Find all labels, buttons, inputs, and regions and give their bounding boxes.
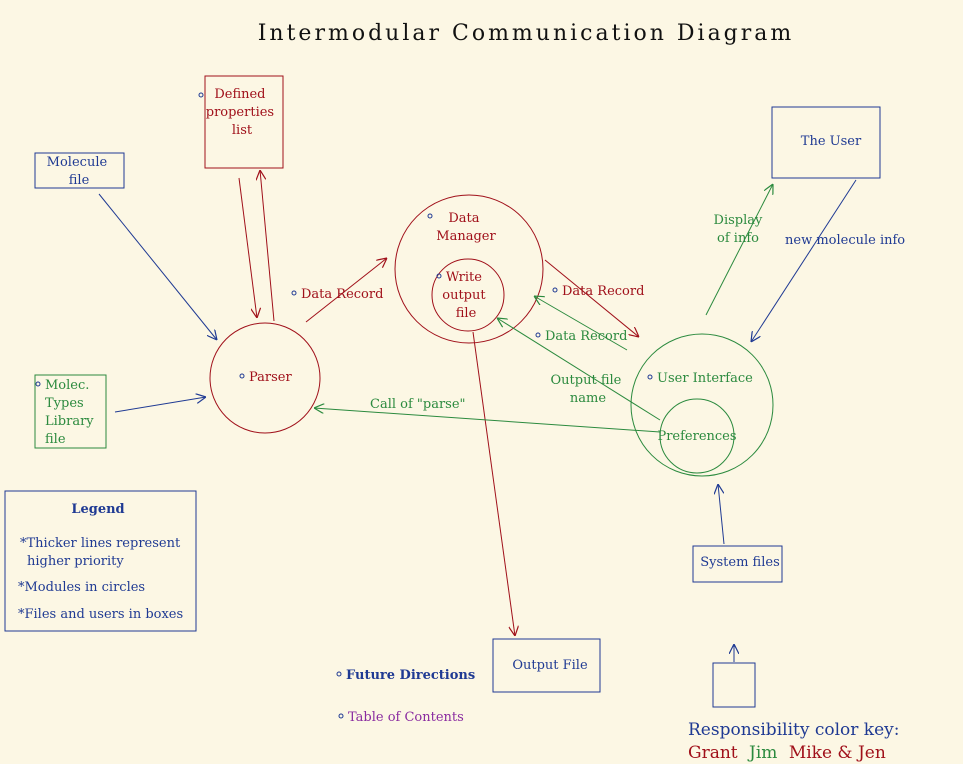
label-dm-datarecord: Data Record	[562, 284, 644, 299]
bullet-icon	[427, 213, 433, 219]
responsibility-heading: Responsibility color key:	[688, 720, 900, 740]
write-output-module	[431, 258, 505, 332]
system-files-label: System files	[700, 555, 780, 570]
diagram-title: Intermodular Communication Diagram	[258, 21, 795, 46]
data-manager-label: Data Manager	[436, 211, 496, 244]
arrow-systemfiles-to-ui	[718, 484, 725, 545]
preferences-label: Preferences	[657, 429, 736, 444]
future-directions-text[interactable]: Future Directions	[346, 668, 475, 683]
arrow-datamanager-to-ui	[544, 259, 639, 337]
arrow-parser-to-properties	[260, 170, 275, 322]
future-directions-link[interactable]: Future Directions	[336, 668, 475, 683]
legend-item: *Modules in circles	[18, 580, 145, 595]
bullet-icon	[436, 273, 442, 279]
output-file-box	[492, 638, 601, 693]
parser-label: Parser	[249, 370, 292, 385]
arrow-properties-to-parser	[238, 177, 257, 318]
label-call-parse: Call of "parse"	[370, 397, 466, 412]
user-interface-module	[630, 333, 774, 477]
bullet-icon	[239, 373, 245, 379]
bullet-icon	[198, 92, 204, 98]
molecule-file-label: Molecule file	[47, 155, 112, 188]
label-output-file-name: Output file name	[551, 373, 626, 406]
bullet-icon	[552, 287, 558, 293]
bullet-icon	[336, 671, 342, 677]
arrow-molectypes-to-parser	[114, 397, 206, 413]
bullet-icon	[291, 290, 297, 296]
the-user-box	[771, 106, 881, 179]
bullet-icon	[35, 381, 41, 387]
defined-properties-label: Defined properties list	[206, 87, 278, 138]
data-manager-module	[394, 194, 544, 344]
legend-item: *Files and users in boxes	[18, 607, 183, 622]
label-display-info: Display of info	[714, 213, 767, 246]
legend-item: *Thicker lines represent higher priority	[20, 536, 184, 569]
label-parser-datarecord: Data Record	[301, 287, 383, 302]
parser-module	[209, 322, 321, 434]
up-navigation-button[interactable]	[712, 644, 756, 708]
system-files-box	[692, 545, 783, 583]
arrow-user-to-ui	[751, 179, 857, 342]
user-interface-label: User Interface	[657, 371, 753, 386]
arrow-molecule-to-parser	[98, 193, 217, 340]
label-new-molecule-info: new molecule info	[785, 233, 905, 248]
bullet-icon	[535, 332, 541, 338]
arrow-write-to-outputfile	[472, 331, 515, 636]
bullet-icon	[647, 374, 653, 380]
molec-types-label: Molec. Types Library file	[45, 378, 98, 447]
arrow-ui-to-datamanager	[534, 296, 628, 351]
table-of-contents-link[interactable]: Table of Contents	[338, 710, 464, 725]
arrow-ui-to-user	[705, 184, 773, 316]
label-ui-datarecord: Data Record	[545, 329, 627, 344]
molec-types-box	[34, 374, 107, 449]
responsibility-names: Grant Jim Mike & Jen	[688, 743, 886, 763]
arrow-prefs-to-write	[497, 318, 661, 421]
defined-properties-box	[204, 75, 284, 169]
the-user-label: The User	[801, 134, 862, 149]
output-file-label: Output File	[512, 658, 588, 673]
legend-title: Legend	[71, 502, 124, 517]
arrow-parser-to-datamanager	[305, 258, 387, 323]
legend-box	[4, 490, 197, 632]
molecule-file-box	[34, 152, 125, 189]
arrow-prefs-to-parser	[314, 408, 661, 433]
up-box[interactable]	[712, 662, 756, 708]
bullet-icon	[338, 713, 344, 719]
write-output-label: Write output file	[442, 270, 489, 321]
table-of-contents-text[interactable]: Table of Contents	[348, 710, 464, 725]
preferences-module	[659, 398, 735, 474]
